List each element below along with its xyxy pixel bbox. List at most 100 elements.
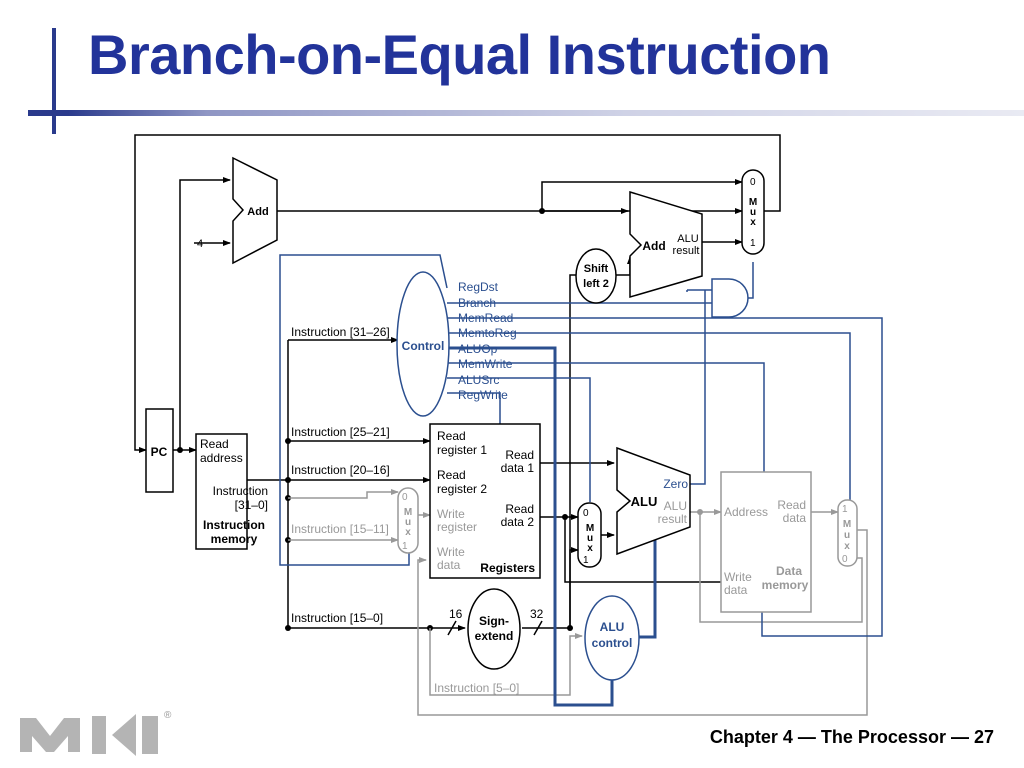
alusrc-mux — [577, 502, 602, 568]
dmem-name-2: memory — [762, 578, 809, 592]
sign-extend — [467, 588, 521, 670]
alusrc-mux-m: M — [586, 523, 594, 534]
register-file — [429, 423, 541, 579]
title-accent-bar — [52, 28, 56, 134]
imem-read-address-2: address — [200, 451, 243, 465]
pc-adder — [232, 156, 278, 265]
signal-regwrite: RegWrite — [458, 388, 508, 402]
wire-shift-to-adder — [615, 256, 633, 276]
branch-and-gate — [711, 278, 749, 318]
pcsrc-mux — [741, 169, 765, 255]
pcsrc-mux-in1: 1 — [750, 238, 756, 249]
pc-register — [145, 408, 174, 493]
slide-title: Branch-on-Equal Instruction — [88, 23, 831, 86]
field-funct-label: Instruction [5–0] — [434, 681, 519, 695]
control-unit — [396, 271, 450, 417]
alusrc-mux-in1: 1 — [583, 555, 589, 566]
control-signal-labels: RegDst Branch MemRead MemtoReg ALUOp Mem… — [458, 280, 517, 402]
reg-read-data1-2: data 1 — [501, 461, 535, 475]
field-rt-label: Instruction [20–16] — [291, 463, 390, 477]
ctrl-aluop — [447, 346, 614, 707]
dmem-name-1: Data — [776, 564, 802, 578]
branch-adder-result-2: result — [673, 245, 700, 257]
imem-name-2: memory — [211, 532, 258, 546]
field-rs-label: Instruction [25–21] — [291, 425, 390, 439]
bus-slashes — [447, 620, 543, 636]
gray-junctions — [697, 509, 703, 515]
signal-aluop: ALUOp — [458, 342, 498, 356]
alu-result-2: result — [658, 512, 688, 526]
sign-extend-label-2: extend — [475, 629, 514, 643]
field-rd-label: Instruction [15–11] — [291, 522, 389, 536]
ctrl-memwrite — [447, 362, 765, 472]
branch-adder-label: Add — [642, 239, 665, 253]
reg-read-reg2-2: register 2 — [437, 482, 487, 496]
memtoreg-mux-in1: 1 — [842, 504, 848, 515]
imem-instruction-1: Instruction — [213, 484, 268, 498]
ctrl-memtoreg — [447, 332, 851, 500]
title-underline-bar — [28, 110, 1024, 116]
ctrl-memread — [447, 317, 883, 637]
shift-left-label-1: Shift — [584, 263, 609, 275]
reg-write-reg-1: Write — [437, 507, 465, 521]
instruction-memory — [195, 433, 248, 550]
signal-regdst: RegDst — [458, 280, 499, 294]
regdst-mux — [397, 487, 419, 554]
shift-left-label-2: left 2 — [583, 278, 609, 290]
pc-label: PC — [151, 445, 168, 459]
alusrc-mux-x: x — [587, 543, 593, 554]
wire-funct — [429, 628, 583, 696]
black-wires — [134, 134, 781, 631]
dmem-read-data-2: data — [783, 511, 807, 525]
pcsrc-mux-m: M — [749, 197, 757, 208]
pc-adder-label: Add — [247, 206, 268, 218]
field-imm-label: Instruction [15–0] — [291, 611, 383, 625]
reg-read-reg1-2: register 1 — [437, 443, 487, 457]
imem-name-1: Instruction — [203, 518, 265, 532]
reg-write-reg-2: register — [437, 520, 477, 534]
imem-read-address-1: Read — [200, 437, 229, 451]
registered-mark: ® — [164, 710, 172, 721]
aluop-wires — [447, 346, 657, 707]
black-junctions — [177, 208, 573, 631]
data-memory — [720, 471, 812, 613]
signal-branch: Branch — [458, 296, 496, 310]
alu-zero-label: Zero — [663, 477, 688, 491]
alusrc-mux-in0: 0 — [583, 508, 589, 519]
ctrl-regwrite — [447, 392, 501, 424]
alu-control — [584, 595, 640, 681]
sign-extend-label-1: Sign- — [479, 614, 509, 628]
control-label: Control — [402, 339, 445, 353]
main-alu — [616, 446, 691, 556]
signal-alusrc: ALUSrc — [458, 373, 499, 387]
reg-read-reg2-1: Read — [437, 468, 466, 482]
bits-16-label: 16 — [449, 607, 463, 621]
reg-write-data-2: data — [437, 558, 461, 572]
memtoreg-mux-x: x — [844, 541, 850, 552]
const-4-label: 4 — [197, 238, 203, 250]
memtoreg-mux-u: u — [844, 530, 850, 541]
ctrl-zero — [686, 290, 706, 485]
imem-instruction-2: [31–0] — [235, 498, 268, 512]
branch-adder — [629, 190, 703, 298]
signal-memwrite: MemWrite — [458, 357, 513, 371]
alu-label: ALU — [631, 494, 658, 509]
wire-pc-to-adder — [179, 177, 231, 450]
wire-signext-to-shift — [569, 274, 580, 628]
dmem-address: Address — [724, 505, 768, 519]
branch-adder-result-1: ALU — [677, 233, 698, 245]
reg-write-data-1: Write — [437, 545, 465, 559]
regdst-mux-m: M — [404, 507, 412, 518]
alu-result-1: ALU — [664, 499, 687, 513]
alu-control-label-2: control — [592, 636, 633, 650]
slide-footer: Chapter 4 — The Processor — 27 — [709, 727, 994, 747]
ctrl-regdst — [279, 254, 448, 566]
shift-left-2 — [575, 248, 617, 304]
pcsrc-mux-u: u — [750, 207, 756, 218]
signal-memread: MemRead — [458, 311, 513, 325]
regdst-mux-in0: 0 — [402, 492, 408, 503]
bits-32-label: 32 — [530, 607, 544, 621]
wire-writeback — [417, 529, 868, 716]
regdst-mux-u: u — [405, 517, 411, 528]
mk-publisher-logo: ® — [20, 710, 172, 756]
